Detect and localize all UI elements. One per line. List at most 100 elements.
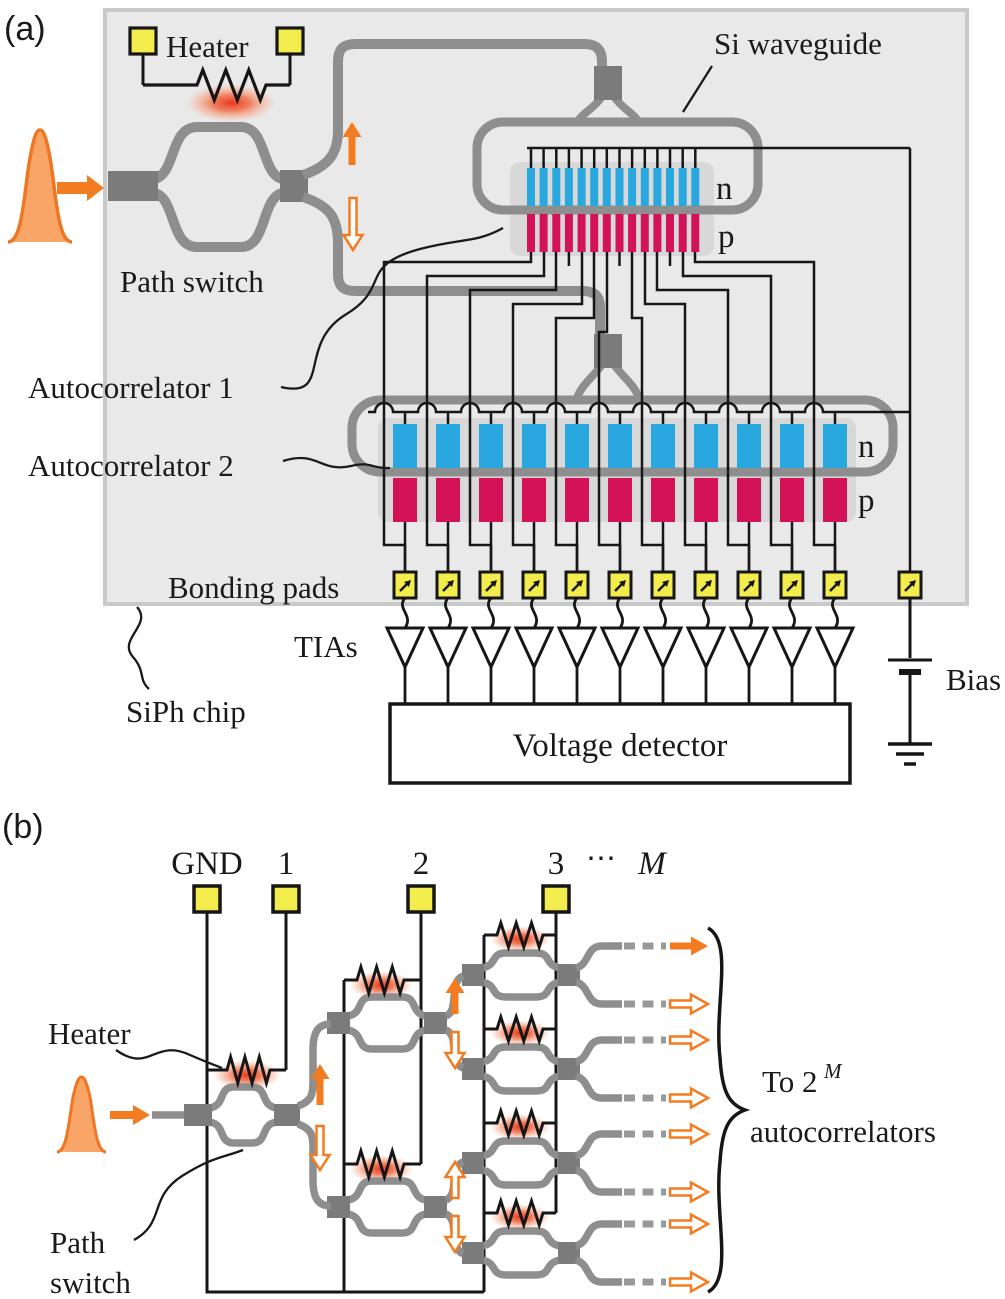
ac1-p-electrode xyxy=(564,214,573,252)
panel-b-tag: (b) xyxy=(2,808,44,846)
tia-row xyxy=(384,597,856,704)
heater-glow xyxy=(186,84,276,122)
coupler xyxy=(184,1104,212,1126)
ac1-p-label: p xyxy=(718,219,735,255)
output-arrow-hollow-icon xyxy=(668,1122,711,1146)
to-2m-superscript: M xyxy=(823,1059,843,1083)
heater-label: Heater xyxy=(48,1016,131,1051)
tia-amplifier-icon xyxy=(427,626,469,671)
ac2-n-electrode xyxy=(694,424,718,468)
path-direction-arrows xyxy=(308,978,467,1255)
probe-mark-icon xyxy=(786,583,795,592)
probe-mark-icon xyxy=(700,583,709,592)
annotation-pointers xyxy=(115,1049,244,1242)
arrow-hollow-icon xyxy=(443,1159,467,1200)
dots-label: ⋯ xyxy=(586,842,616,875)
ac1-n-electrode xyxy=(691,168,700,206)
curly-brace-icon xyxy=(706,926,751,1294)
heater-resistor-icon xyxy=(484,1012,556,1046)
pad-to-tia-wire xyxy=(616,597,624,629)
waveguide-to-ac2 xyxy=(301,192,605,334)
ac1-p-electrode xyxy=(691,214,700,252)
probe-mark-icon xyxy=(490,580,497,587)
tia-amplifier-icon xyxy=(728,626,770,671)
ac2-n-electrode xyxy=(823,424,847,468)
heater-resistor-icon xyxy=(484,918,556,952)
ac2-loop xyxy=(347,395,898,477)
output-waveguides xyxy=(574,936,711,1294)
ac1-p-contact-wire xyxy=(597,252,622,572)
pad-to-tia-wire xyxy=(659,597,667,629)
ac1-p-contact-wire xyxy=(655,252,751,572)
output-arrow-hollow-icon xyxy=(668,1028,711,1052)
coupler xyxy=(558,1152,580,1174)
waveguide-to-ac1 xyxy=(301,39,607,180)
mzi-top-arm xyxy=(480,1137,562,1160)
output-arrow-filled-icon xyxy=(670,936,708,956)
path-switch-label-line2: switch xyxy=(50,1265,131,1299)
stage-link-waveguide xyxy=(296,1020,332,1110)
ac1-p-contact-wire xyxy=(681,252,794,572)
ac1-n-electrode xyxy=(602,168,611,206)
ac2-n-electrode xyxy=(608,424,632,468)
probe-mark-icon xyxy=(829,583,838,592)
mzi-bottom-arm xyxy=(480,1166,562,1189)
probe-mark-icon xyxy=(442,583,451,592)
control-pad xyxy=(541,884,571,914)
voltage-detector-label: Voltage detector xyxy=(513,728,728,764)
arrow-hollow-icon xyxy=(443,1030,467,1071)
to-2m-label: To 2 xyxy=(762,1064,818,1099)
ac1-n-electrode xyxy=(678,168,687,206)
coupler xyxy=(462,1058,484,1080)
arrow-hollow-icon xyxy=(443,1214,467,1255)
ac1-p-electrode xyxy=(640,214,649,252)
ac1-p-contact-wire xyxy=(468,252,558,572)
heater-resistor-icon xyxy=(484,1106,556,1140)
ac1-n-electrode xyxy=(564,168,573,206)
probe-mark-icon xyxy=(834,580,841,587)
ac2-p-electrode xyxy=(393,478,417,522)
heater-a xyxy=(143,65,290,105)
arrow-up-filled-icon xyxy=(445,978,465,1014)
output-arrow-hollow-icon xyxy=(668,1086,711,1110)
probe-mark-icon xyxy=(576,580,583,587)
tia-amplifier-icon xyxy=(814,626,856,671)
panel-a-tag: (a) xyxy=(4,10,46,48)
ac1-n-label: n xyxy=(716,171,733,207)
arrow-hollow-icon xyxy=(308,1124,332,1173)
coupler xyxy=(558,1058,580,1080)
ac1-n-electrode xyxy=(577,168,586,206)
bias-label: Bias xyxy=(946,662,1001,697)
ac1-p-electrode xyxy=(552,214,561,252)
ac1-p-contact-wire xyxy=(554,252,596,572)
heater-pad xyxy=(128,26,158,56)
autocorrelator2-pointer xyxy=(282,456,391,470)
mzi-top-arm xyxy=(480,1227,562,1250)
pad-to-tia-wire xyxy=(444,597,452,629)
probe-mark-icon xyxy=(399,583,408,592)
ac1-coupler xyxy=(594,66,622,100)
ac1-p-electrode xyxy=(678,214,687,252)
output-waveguide xyxy=(574,1256,622,1286)
ac1-p-electrode xyxy=(590,214,599,252)
tia-amplifier-icon xyxy=(771,626,813,671)
probe-mark-icon xyxy=(528,583,537,592)
pad-label-2: 2 xyxy=(413,846,430,882)
ac1-n-electrode xyxy=(527,168,535,206)
probe-mark-icon xyxy=(533,580,540,587)
ac2-p-electrode xyxy=(522,478,546,522)
heater-pad xyxy=(275,26,305,56)
ac2-p-electrode xyxy=(608,478,632,522)
mzi-top-arm xyxy=(480,949,562,972)
output-waveguide xyxy=(574,1036,622,1066)
pad-to-tia-wire xyxy=(487,597,495,629)
pad-to-tia-wire xyxy=(788,597,796,629)
ac2-p-electrode xyxy=(565,478,589,522)
si-waveguide-pointer xyxy=(682,65,713,113)
heater-resistor-icon xyxy=(344,1145,421,1183)
ac1-p-electrode xyxy=(628,214,637,252)
heater-glow xyxy=(213,1060,281,1090)
input-arrow-icon xyxy=(57,175,104,201)
ac1-n-electrode xyxy=(666,168,674,206)
